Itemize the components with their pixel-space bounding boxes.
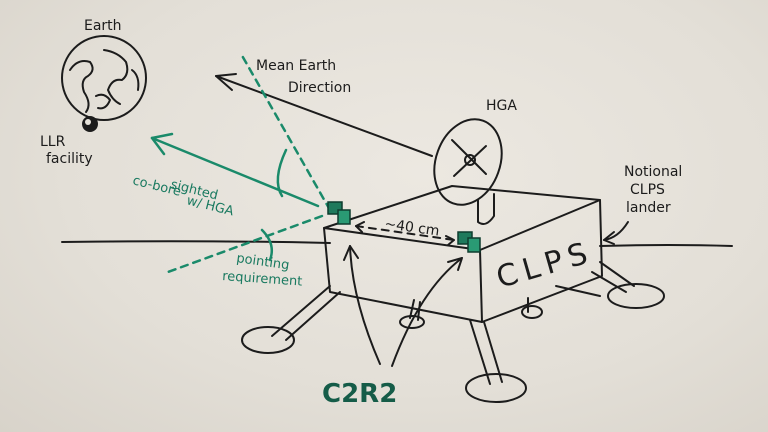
mean-earth-label-line1: Mean Earth	[256, 58, 336, 74]
clps-side-label: CLPS	[493, 235, 598, 296]
notional-label-line3: lander	[626, 200, 671, 216]
notional-label-line1: Notional	[624, 164, 682, 180]
earth-globe	[61, 35, 147, 121]
llr-facility-icon	[82, 116, 98, 132]
distance-label: ~40 cm	[383, 216, 440, 240]
lander-body	[323, 185, 603, 323]
hga-label: HGA	[486, 98, 517, 114]
llr-label-line2: facility	[46, 151, 93, 167]
horizon-line	[61, 240, 733, 247]
earth-label: Earth	[84, 18, 122, 34]
pointing-label-line1: pointing	[235, 251, 290, 273]
c2r2-pointer-arrows	[343, 245, 463, 367]
c2r2-label: C2R2	[322, 379, 397, 409]
notional-label-line2: CLPS	[630, 182, 665, 198]
co-boresight-arrow	[150, 132, 320, 208]
notional-lander-pointer	[603, 221, 629, 245]
pointing-cone	[166, 50, 332, 274]
c2r2-unit-left	[327, 201, 351, 225]
mean-earth-label-line2: Direction	[288, 80, 351, 96]
hga-dish	[433, 118, 503, 225]
llr-label-line1: LLR	[40, 134, 66, 150]
lander-legs	[241, 261, 665, 403]
distance-arrow	[355, 221, 455, 246]
c2r2-unit-right	[457, 231, 481, 253]
mean-earth-direction-arrow	[215, 73, 433, 157]
pointing-label-line2: requirement	[222, 269, 303, 290]
